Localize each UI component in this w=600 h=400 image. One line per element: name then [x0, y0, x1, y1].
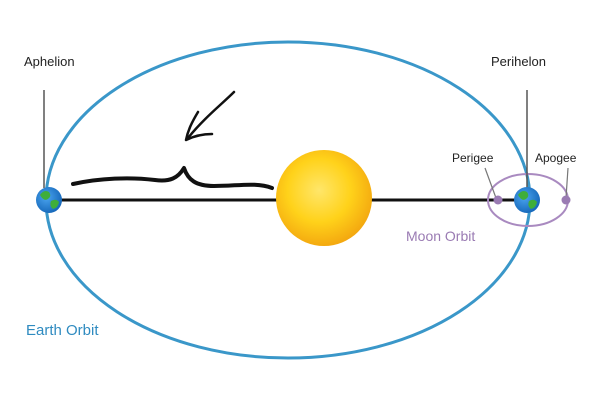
hand-drawn-brace — [71, 166, 274, 190]
apogee-label: Apogee — [535, 151, 577, 165]
hand-drawn-arrowhead — [184, 110, 214, 142]
earth-orbit-label: Earth Orbit — [26, 322, 99, 339]
perihelion-label: Perihelon — [491, 54, 546, 69]
moon-orbit-label: Moon Orbit — [406, 228, 475, 244]
aphelion-label: Aphelion — [24, 54, 75, 69]
apogee-leader-line — [565, 167, 569, 199]
hand-drawn-arrow — [186, 90, 236, 140]
sun-icon — [276, 150, 372, 246]
perigee-leader-line — [484, 167, 497, 199]
moon-icon — [561, 195, 571, 205]
perigee-label: Perigee — [452, 151, 494, 165]
earth-icon — [36, 187, 62, 213]
earth-icon — [514, 187, 540, 213]
moon-icon — [493, 195, 503, 205]
